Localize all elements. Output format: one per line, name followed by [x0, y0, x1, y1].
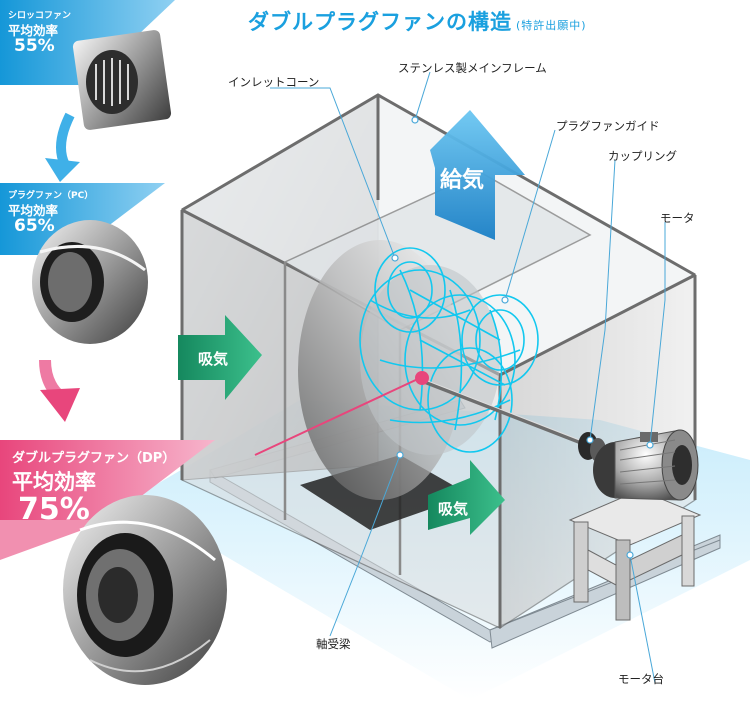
callout-coupling: カップリング — [608, 149, 677, 163]
plug-value: 65% — [14, 216, 55, 236]
supply-arrow — [430, 110, 525, 240]
intake-bottom-label: 吸気 — [438, 500, 469, 518]
down-arrow-1 — [45, 112, 80, 182]
intake-left-label: 吸気 — [198, 350, 229, 368]
callout-motor-base: モータ台 — [618, 672, 664, 686]
down-arrow-2 — [39, 359, 80, 422]
plug-fan-image — [32, 220, 148, 344]
supply-label: 給気 — [440, 168, 485, 193]
sirocco-label: 平均効率 — [8, 23, 59, 38]
fan-wireframe — [359, 247, 539, 453]
intake-arrow-bottom — [428, 460, 505, 535]
callout-main-frame: ステンレス製メインフレーム — [398, 61, 547, 75]
motor — [593, 429, 699, 501]
intake-arrow-left — [178, 315, 262, 400]
callout-inlet-cone: インレットコーン — [228, 75, 320, 89]
motor-base-stand — [568, 489, 702, 621]
shaft — [419, 377, 601, 452]
double-name: ダブルプラグファン（DP） — [12, 451, 176, 466]
title-note: (特許出願中) — [516, 19, 587, 32]
callout-lines — [270, 71, 666, 684]
callout-bearing-beam: 軸受梁 — [316, 637, 351, 651]
plug-name: プラグファン（PC） — [8, 191, 94, 201]
callout-fan-guide: プラグファンガイド — [556, 119, 660, 133]
plug-label: 平均効率 — [8, 203, 59, 218]
sirocco-fan-image — [72, 30, 172, 130]
sirocco-name: シロッコファン — [8, 11, 72, 21]
callout-motor: モータ — [660, 211, 695, 225]
pink-pointer — [254, 371, 429, 456]
sirocco-value: 55% — [14, 36, 55, 56]
callout-dots — [391, 116, 654, 559]
page-title: ダブルプラグファンの構造(特許出願中) — [248, 10, 587, 34]
double-value: 75% — [18, 492, 90, 527]
double-label: 平均効率 — [12, 470, 96, 494]
double-fan-image — [63, 495, 227, 685]
plug-panel — [0, 183, 165, 255]
